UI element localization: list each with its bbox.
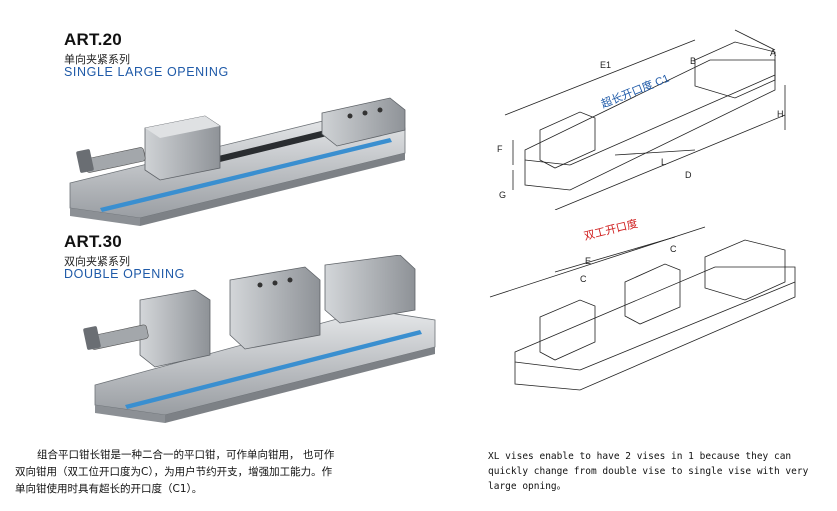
description-en-line-3: large opning。	[488, 481, 567, 492]
description-cn-line-2: 双向钳用（双工位开口度为C），为用户节约开支，增强加工能力。作	[15, 466, 333, 478]
dim-e1: E1	[600, 60, 611, 70]
dim-c-right: C	[670, 244, 677, 254]
dim-f: F	[497, 144, 503, 154]
product-2-subtitle-en: DOUBLE OPENING	[64, 267, 185, 281]
dim-b: B	[690, 56, 696, 66]
dim-e: E	[585, 256, 591, 266]
dim-a: A	[770, 48, 776, 58]
double-vise-photo	[83, 255, 436, 423]
product-1-subtitle-en: SINGLE LARGE OPENING	[64, 65, 229, 79]
long-opening-callout: 超长开口度 C1	[599, 71, 671, 111]
single-opening-diagram: E1 A B H F G L D 超长开口度 C1	[497, 29, 786, 210]
dim-d: D	[685, 170, 692, 180]
product-1-subtitle-cn: 单向夹紧系列	[64, 53, 130, 66]
double-opening-diagram: E C C 双工开口度	[489, 216, 796, 391]
dim-c-left: C	[580, 274, 587, 284]
single-vise-photo	[69, 97, 406, 226]
dim-l: L	[661, 157, 666, 167]
description-cn: 组合平口钳长钳是一种二合一的平口钳，可作单向钳用， 也可作 双向钳用（双工位开口…	[15, 447, 435, 498]
double-opening-callout: 双工开口度	[582, 216, 639, 243]
product-2-model: ART.30	[64, 232, 122, 251]
dim-h: H	[777, 109, 784, 119]
description-en-line-2: quickly change from double vise to singl…	[488, 466, 809, 477]
description-en-line-1: XL vises enable to have 2 vises in 1 bec…	[488, 451, 792, 462]
dim-g: G	[499, 190, 506, 200]
description-cn-line-1: 组合平口钳长钳是一种二合一的平口钳，可作单向钳用， 也可作	[37, 449, 335, 461]
product-2-subtitle-cn: 双向夹紧系列	[64, 255, 130, 268]
description-en: XL vises enable to have 2 vises in 1 bec…	[488, 449, 833, 494]
product-1-model: ART.20	[64, 30, 122, 49]
description-cn-line-3: 单向钳使用时具有超长的开口度（C1）。	[15, 483, 203, 495]
